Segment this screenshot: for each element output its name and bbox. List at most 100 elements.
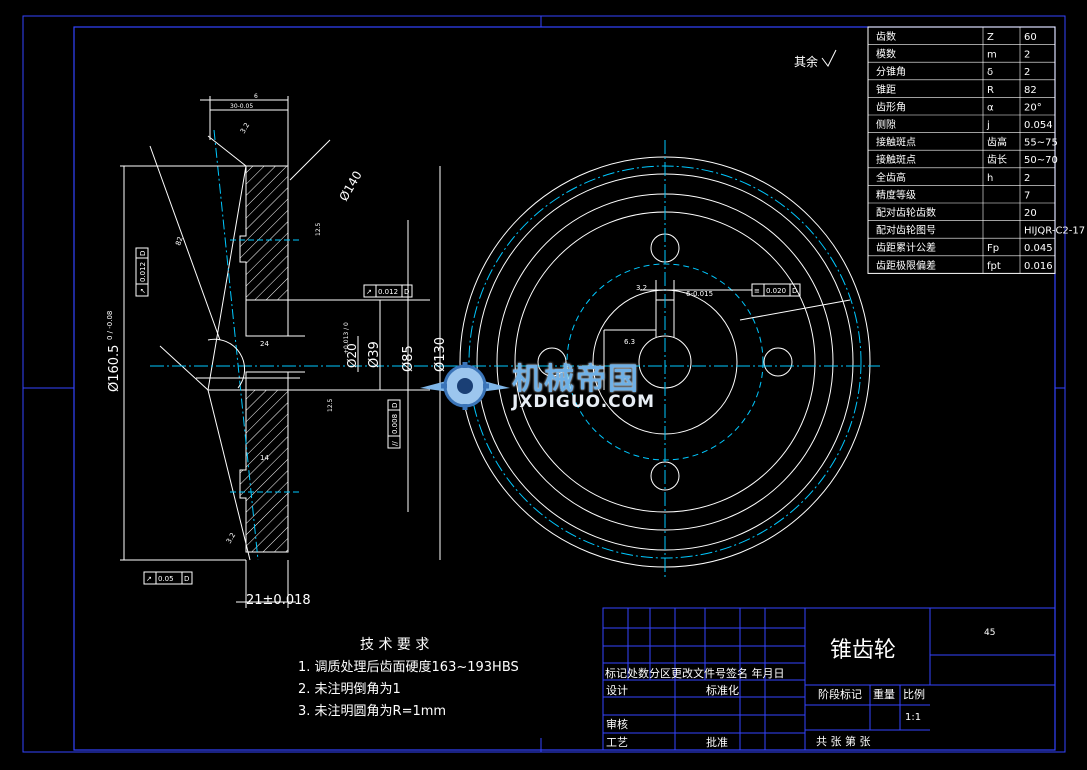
param-name: 接触斑点 xyxy=(876,136,916,149)
tol-frame-3: ↗ 0.05 D xyxy=(143,571,193,585)
param-name: 锥距 xyxy=(876,84,896,96)
dim-30: 30-0.05 xyxy=(230,103,253,110)
dim-140: Ø140 xyxy=(336,168,364,203)
svg-text:≡: ≡ xyxy=(754,287,760,295)
key-width: 6-0.015 xyxy=(686,290,713,298)
param-value: 2 xyxy=(1024,50,1030,61)
param-value: 0.016 xyxy=(1024,261,1053,272)
tol-frame-2: ↗ 0.012 D xyxy=(363,284,413,298)
process-label: 工艺 xyxy=(606,736,628,749)
param-value: 0.045 xyxy=(1024,243,1053,254)
section-dims: Ø160.5 0 / -0.08 Ø140 Ø85 Ø130 Ø39 Ø20 +… xyxy=(106,93,448,608)
param-value: 50~70 xyxy=(1024,155,1058,166)
scale-value: 1:1 xyxy=(905,712,921,723)
param-symbol: δ xyxy=(987,67,993,78)
front-view-dims: 6-0.015 3.2 6.3 xyxy=(624,284,713,346)
dim-130: Ø130 xyxy=(433,337,448,372)
param-name: 配对齿轮图号 xyxy=(876,224,936,237)
svg-text:0.012: 0.012 xyxy=(139,262,147,282)
dim-6: 6 xyxy=(254,93,258,100)
param-name: 齿距累计公差 xyxy=(876,241,936,254)
param-symbol: j xyxy=(986,120,990,131)
tech-req-item-1: 1. 调质处理后齿面硬度163~193HBS xyxy=(298,659,519,675)
material: 45 xyxy=(984,628,995,638)
param-value: 20° xyxy=(1024,102,1042,113)
ra-125-b: 12.5 xyxy=(327,398,334,412)
revision-header: 标记处数分区更改文件号签名 年月日 xyxy=(605,666,785,680)
watermark: 机械帝国 JXDIGUO.COM xyxy=(420,354,695,420)
dim-14: 14 xyxy=(260,454,269,462)
dim-82: 82 xyxy=(174,236,184,247)
sheet-border xyxy=(22,15,1066,753)
design-label: 设计 xyxy=(606,684,628,697)
svg-text:D: D xyxy=(792,287,797,295)
param-row: 齿距累计公差 Fp 0.045 xyxy=(876,241,1053,254)
param-value: 2 xyxy=(1024,67,1030,78)
approve-label: 批准 xyxy=(706,735,728,749)
section-view xyxy=(120,96,450,608)
tech-requirements: 技 术 要 求 1. 调质处理后齿面硬度163~193HBS 2. 未注明倒角为… xyxy=(298,637,519,719)
dim-20-tol: +0.013 / 0 xyxy=(343,322,350,354)
param-name: 配对齿轮齿数 xyxy=(876,206,936,219)
svg-text:D: D xyxy=(391,403,399,408)
scale-label: 比例 xyxy=(903,687,925,701)
svg-text:D: D xyxy=(184,575,189,583)
param-value: 55~75 xyxy=(1024,138,1058,149)
param-value: HIJQR-C2-17 xyxy=(1024,226,1085,237)
watermark-url: JXDIGUO.COM xyxy=(512,392,656,412)
param-name: 齿形角 xyxy=(876,101,906,113)
param-row: 接触斑点 齿长 50~70 xyxy=(876,153,1058,166)
svg-text:0.008: 0.008 xyxy=(391,414,399,434)
param-symbol: m xyxy=(987,50,997,61)
sheets-label: 共 张 第 张 xyxy=(816,734,871,748)
param-row: 配对齿轮图号 HIJQR-C2-17 xyxy=(876,224,1085,237)
tol-frame-5: ≡ 0.020 D xyxy=(751,283,801,297)
param-value: 0.054 xyxy=(1024,120,1053,131)
svg-text:D: D xyxy=(404,288,409,296)
standardize-label: 标准化 xyxy=(706,683,739,697)
gear-wings-logo-icon xyxy=(420,362,510,410)
param-name: 齿距极限偏差 xyxy=(876,259,936,272)
svg-text:↗: ↗ xyxy=(139,288,147,294)
title-block-text: 锥齿轮 45 标记处数分区更改文件号签名 年月日 设计 标准化 阶段标记 重量 … xyxy=(605,628,995,749)
dim-width: 21±0.018 xyxy=(246,593,311,608)
roughness-note: 其余 xyxy=(794,49,837,69)
param-symbol: Fp xyxy=(987,243,999,254)
svg-text:0.012: 0.012 xyxy=(378,288,398,296)
ra-125-a: 12.5 xyxy=(315,222,322,236)
front-view xyxy=(450,140,880,580)
param-name: 齿数 xyxy=(876,30,896,43)
svg-text:0.020: 0.020 xyxy=(766,287,786,295)
ra-63-front: 6.3 xyxy=(624,338,635,346)
ra-32-b: 3.2 xyxy=(225,531,237,545)
svg-text:↗: ↗ xyxy=(146,575,152,583)
dim-outer-tol: 0 / -0.08 xyxy=(106,311,114,340)
param-name: 侧隙 xyxy=(876,118,896,131)
param-value: 60 xyxy=(1024,32,1037,43)
roughness-note-label: 其余 xyxy=(794,54,818,69)
param-value: 7 xyxy=(1024,190,1030,201)
dim-39: Ø39 xyxy=(367,341,382,368)
weight-label: 重量 xyxy=(873,687,895,701)
svg-text://: // xyxy=(391,441,399,446)
watermark-title: 机械帝国 xyxy=(512,362,640,397)
ra-32-a: 3.2 xyxy=(239,121,251,135)
svg-text:↗: ↗ xyxy=(366,288,372,296)
tech-req-item-2: 2. 未注明倒角为1 xyxy=(298,682,401,697)
param-symbol: 齿长 xyxy=(987,154,1007,166)
param-symbol: h xyxy=(987,173,993,184)
tech-req-item-3: 3. 未注明圆角为R=1mm xyxy=(298,704,446,719)
tolerance-frames: ↗ 0.012 D ↗ 0.012 D ↗ 0.05 D // 0.008 D … xyxy=(135,247,801,585)
param-symbol: 齿高 xyxy=(987,136,1007,149)
tech-req-title: 技 术 要 求 xyxy=(360,637,429,653)
param-name: 接触斑点 xyxy=(876,153,916,166)
tol-frame-1: ↗ 0.012 D xyxy=(135,247,149,297)
